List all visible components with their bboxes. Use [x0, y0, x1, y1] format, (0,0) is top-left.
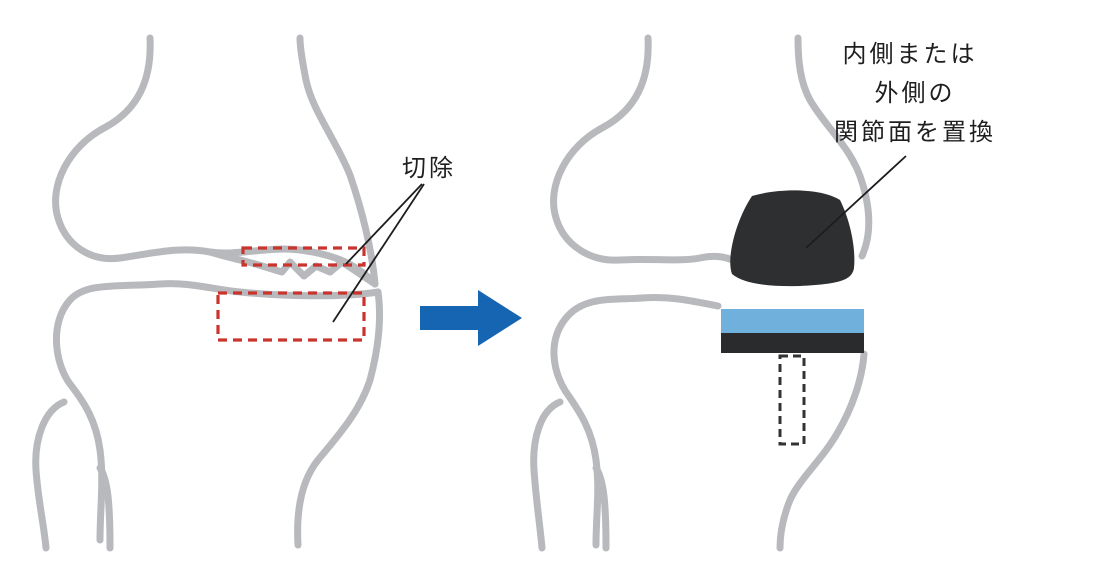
resection-leader-upper — [345, 183, 423, 265]
left-femur-outline — [52, 34, 379, 288]
tibial-stem-outline — [778, 354, 806, 446]
arrow-shape — [420, 290, 522, 346]
right-fibula-inner — [592, 464, 610, 552]
resection-label: 切除 — [402, 154, 456, 182]
tibial-tray — [721, 333, 864, 353]
left-fibula-inner — [96, 464, 114, 552]
right-tibia-medial-outline — [776, 350, 868, 552]
femoral-component — [730, 190, 855, 287]
tibial-resection-box — [216, 291, 366, 342]
right-knee: 内側または 外側の 関節面を置換 — [530, 34, 996, 552]
left-joint-surface — [206, 248, 379, 288]
replacement-label-line1: 内側または — [843, 40, 978, 68]
right-fibula-outline — [530, 398, 564, 552]
resection-leader-lower — [332, 183, 425, 323]
replacement-label-line2: 外側の — [875, 79, 956, 107]
left-tibia-outline — [53, 280, 382, 544]
left-fibula-outline — [32, 398, 68, 552]
tibial-insert — [721, 309, 864, 333]
right-femur-outline — [550, 34, 742, 266]
replacement-label-line3: 関節面を置換 — [834, 118, 996, 146]
femoral-resection-box — [241, 246, 366, 267]
right-femur-lateral-outline — [794, 34, 873, 260]
replacement-leader — [805, 155, 907, 249]
transition-arrow — [420, 290, 522, 346]
right-tibia-outline — [550, 294, 722, 549]
left-knee: 切除 — [32, 34, 456, 552]
left-tibia-medial-outline — [294, 288, 384, 549]
